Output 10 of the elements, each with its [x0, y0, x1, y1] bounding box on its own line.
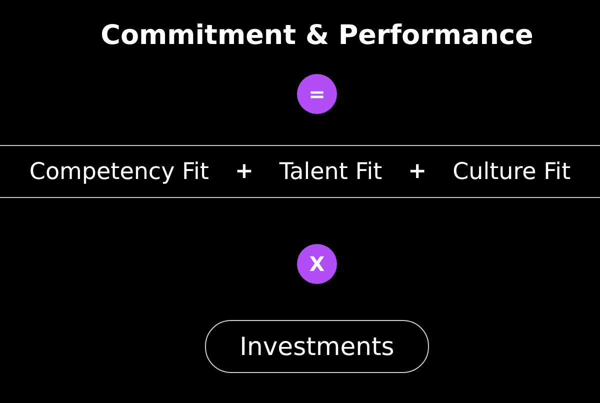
factor-band [0, 145, 600, 198]
plus-sign: + [408, 159, 427, 184]
plus-sign: + [234, 159, 254, 184]
factor-label: Competency Fit [29, 158, 209, 184]
rounded-pill: Investments [205, 320, 429, 373]
factor-label: Talent Fit [279, 158, 382, 184]
factor-label: Culture Fit [452, 158, 571, 184]
title: Commitment & Performance [100, 19, 534, 53]
operator-circle: = [297, 74, 337, 114]
operator-circle: X [297, 244, 337, 284]
